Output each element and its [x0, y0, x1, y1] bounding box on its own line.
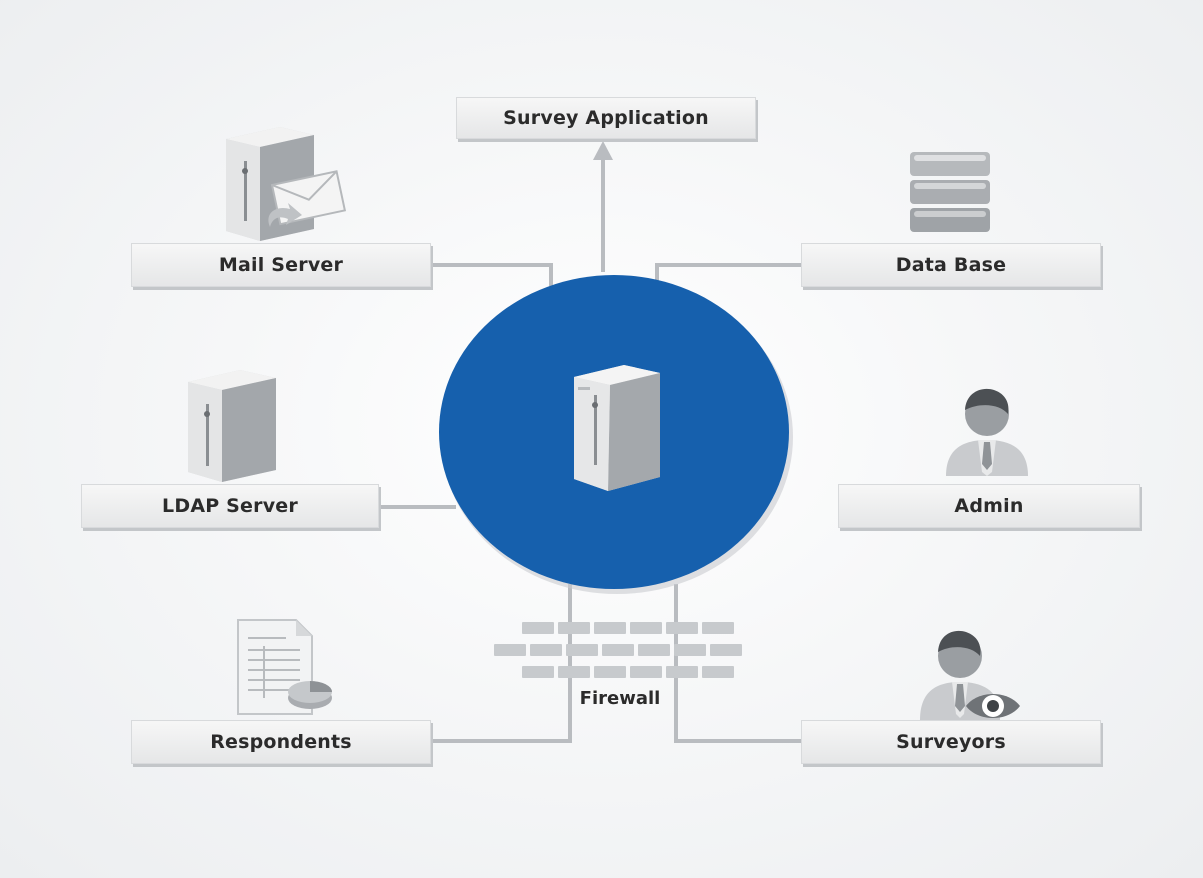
arrow-head-up — [593, 141, 613, 160]
hub-circle — [439, 275, 793, 594]
surveyor-eye-icon — [920, 630, 1020, 720]
connector-mail-server — [432, 263, 553, 286]
server-tower-icon — [188, 370, 276, 482]
brick-wall-icon — [494, 622, 742, 678]
node-mail-server: Mail Server — [131, 243, 431, 287]
node-admin: Admin — [838, 484, 1140, 528]
connector-surveyors — [674, 584, 801, 743]
node-respondents: Respondents — [131, 720, 431, 764]
node-survey-application: Survey Application — [456, 97, 756, 139]
node-data-base: Data Base — [801, 243, 1101, 287]
connector-data-base — [655, 263, 801, 286]
node-surveyors: Surveyors — [801, 720, 1101, 764]
firewall-label: Firewall — [579, 688, 661, 709]
node-ldap-server: LDAP Server — [81, 484, 379, 528]
admin-user-icon — [946, 388, 1028, 476]
database-icon — [910, 152, 990, 232]
connector-respondents — [432, 584, 572, 743]
document-report-icon — [237, 619, 332, 715]
server-tower-icon — [574, 365, 660, 491]
mail-server-icon — [226, 127, 346, 241]
